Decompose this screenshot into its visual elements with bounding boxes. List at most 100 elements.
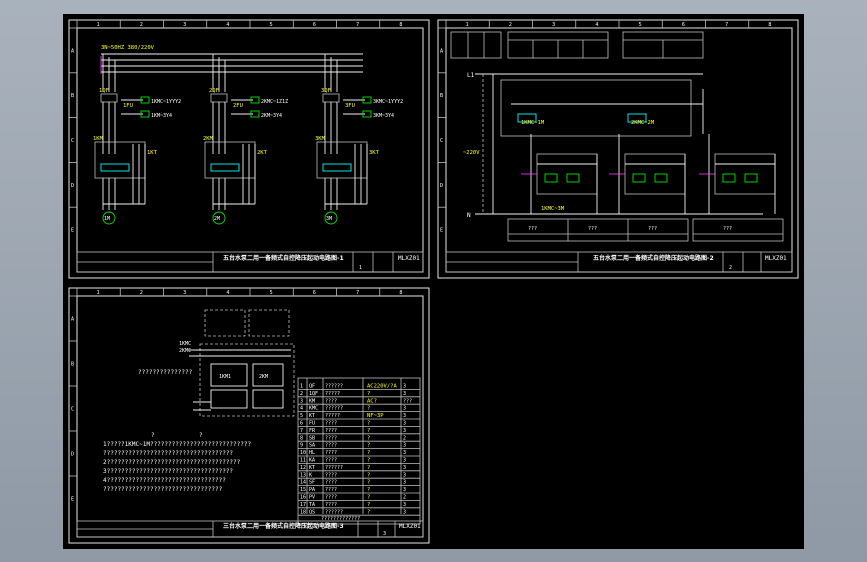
col-number: 4 [595,22,598,28]
contactor-label: 2KM [203,136,214,142]
zone-letter: D [71,183,74,189]
parts-cell: 3 [403,391,406,397]
parts-cell: 14 [300,480,306,486]
parts-cell: ???? [325,443,337,449]
motor-symbol [212,211,226,225]
zone-letter: D [440,183,443,189]
sheet-2-border [437,19,799,279]
zone-letter: E [71,228,74,234]
sheet-3-notes-heading-1: ? [151,432,155,439]
breaker-label: 2QF [209,88,219,94]
breaker-label: 3QF [321,88,331,94]
parts-cell: 2 [403,435,406,441]
parts-cell: TA [309,502,315,508]
parts-cell: NF~3P [367,413,384,419]
parts-cell: 3 [403,487,406,493]
sheet-3-page: 3 [383,531,386,537]
parts-cell: SB [309,435,315,441]
timer-label: 3KT [369,150,380,156]
parts-cell: PA [309,487,315,493]
parts-cell: 3 [403,443,406,449]
parts-cell: ???? [325,502,337,508]
parts-cell: ??? [403,398,412,404]
parts-cell: ???? [325,472,337,478]
parts-cell: 2 [403,495,406,501]
parts-cell: ???? [325,421,337,427]
sheet-3-parts-footer: ????????????? [321,516,360,522]
sheet-3-notes: ? ? 1?????1KMC~1M???????????????????????… [103,432,251,493]
note-line: 1?????1KMC~1M???????????????????????????… [103,441,251,448]
col-number: 2 [140,22,143,28]
parts-cell: ?????? [325,406,343,412]
col-number: 7 [725,22,728,28]
sheet-3-drawing-no: MLXZ01 [399,523,421,530]
control-group [609,134,686,214]
parts-cell: ???? [325,480,337,486]
sheet-3-title: 三台水泵二用一备频式自控降压起动电路图-3 [223,522,344,530]
sheet-3-schematic: 1KMC 2KMC 1KM1 2KM ??????????????? [138,309,295,417]
sheet-3-label-3: 1KM1 [219,374,231,380]
parts-cell: 3 [403,384,406,390]
fuse-label: 1FU [123,103,133,109]
parts-cell: KT [309,465,315,471]
sheet-3-title-block: 三台水泵二用一备频式自控降压起动电路图-3 MLXZ01 3 [76,520,424,538]
relay-label: 2KMC~1Z1Z [261,99,288,105]
parts-cell: KMC [309,406,318,412]
sheet-1-supply-label: 3N~50HZ 380/220V [101,45,155,51]
parts-cell: 11 [300,458,306,464]
parts-cell: 10 [300,450,306,456]
parts-cell: 17 [300,502,306,508]
sheet-2-drawing-no: MLXZ01 [765,255,787,262]
col-number: 4 [226,22,229,28]
sheet-1-page: 1 [359,265,362,271]
parts-cell: 3 [300,398,303,404]
parts-cell: 8 [300,435,303,441]
sheet-3-label-1: 1KMC [179,341,191,347]
sheet-1-drawing-no: MLXZ01 [398,255,420,262]
sheet-1-bus-lines [100,53,363,74]
parts-cell: QF [309,384,315,390]
zone-letter: B [440,93,443,99]
parts-cell: ???? [325,450,337,456]
sheet-2-title: 五台水泵二用一备频式自控降压起动电路图-2 [593,254,714,262]
sheet-3-left-note: ??????????????? [138,369,193,376]
relay-label: 1KMC~1YYY2 [151,99,181,105]
parts-cell: ???? [325,487,337,493]
parts-cell: ?????? [325,384,343,390]
zone-letter: A [71,317,74,323]
motor-symbol [102,211,116,225]
control-group [699,134,776,214]
parts-cell: ? [367,421,370,427]
motor-label: 3M [326,216,332,222]
parts-cell: ? [367,509,370,515]
col-number: 8 [399,22,402,28]
sheet-2-footer-cell-1: ??? [528,226,537,232]
zone-letter: D [71,452,74,458]
parts-cell: 3 [403,465,406,471]
sheet-1-title: 五台水泵二用一备频式自控降压起动电路图-1 [223,254,344,262]
col-number: 4 [226,290,229,296]
parts-cell: ? [367,502,370,508]
control-group [521,134,598,214]
col-number: 3 [552,22,555,28]
note-line: 2????????????????????????????????????? [103,459,241,466]
sheet-3-notes-heading-2: ? [199,432,203,439]
sheet-2-voltage-label: ~220V [463,150,480,156]
parts-cell: ? [367,487,370,493]
note-line: 4????????????????????????????????? [103,477,226,484]
parts-cell: PV [309,495,315,501]
parts-cell: 15 [300,487,306,493]
sheet-1-border [68,19,430,279]
parts-cell: KT [309,413,315,419]
zone-letter: B [71,362,74,368]
parts-cell: ???? [325,428,337,434]
sheet-1-title-block: 五台水泵二用一备频式自控降压起动电路图-1 MLXZ01 1 [76,251,424,273]
sheet-1-motor-units: 1QF1KMC~1YYY21KM~3Y41FU1KM1KT1M2QF2KMC~1… [93,54,403,225]
parts-cell: ???? [325,398,337,404]
parts-cell: ? [367,435,370,441]
